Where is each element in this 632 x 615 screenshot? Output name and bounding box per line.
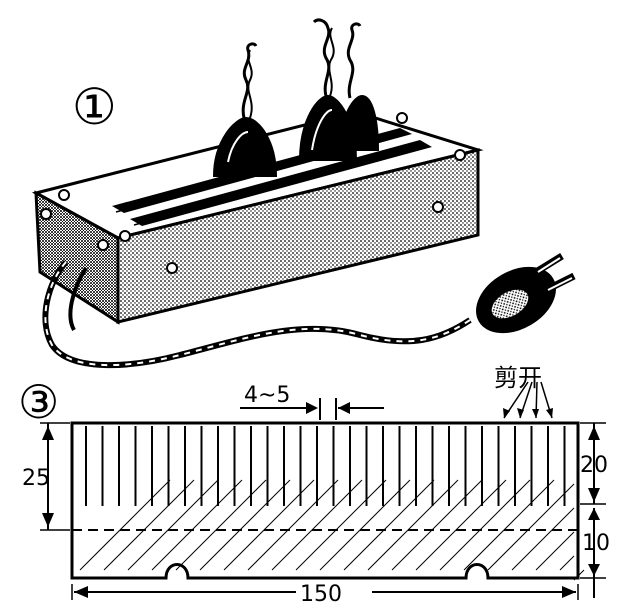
- hatch-line: [271, 479, 363, 571]
- clip-icon: [212, 42, 278, 177]
- hatch-line: [559, 555, 575, 571]
- box-left-face: [34, 190, 120, 325]
- box-top-slot: [130, 140, 432, 226]
- comb-plate: [70, 421, 580, 580]
- width-dimension: [71, 584, 579, 600]
- hatch-line: [103, 479, 195, 571]
- screw-icon: [40, 112, 466, 274]
- panel-1-marker: ①: [72, 78, 117, 136]
- clip-icon: [298, 18, 380, 161]
- hatch-line: [415, 479, 507, 571]
- hatch-line: [511, 507, 575, 571]
- slot-depth-label: 20: [580, 453, 608, 478]
- hatch-line: [151, 479, 243, 571]
- width-dimension-label: 150: [300, 582, 342, 607]
- cut-note: 剪开: [494, 364, 542, 392]
- gap-dimension-label: 4~5: [244, 383, 290, 408]
- slot-depth-dimension: [580, 422, 606, 505]
- hatch-line: [127, 479, 219, 571]
- hatch-line: [175, 479, 267, 571]
- hatch-line: [319, 479, 411, 571]
- plate-hatching: [79, 479, 585, 581]
- hatch-line: [247, 479, 339, 571]
- height-dimension-label: 25: [22, 466, 50, 491]
- hatch-line: [199, 479, 291, 571]
- base-dimension: [580, 508, 606, 598]
- panel-3-marker: ③: [18, 375, 59, 429]
- hatch-line: [487, 483, 575, 571]
- hatch-line: [295, 479, 387, 571]
- base-dimension-label: 10: [582, 531, 610, 556]
- hatch-line: [343, 479, 435, 571]
- height-dimension: [40, 422, 70, 531]
- hatch-line: [535, 531, 575, 571]
- gap-dimension: [240, 398, 384, 420]
- hatch-line: [391, 479, 483, 571]
- plug-icon: [476, 253, 576, 334]
- hatch-line: [573, 569, 585, 581]
- panel-3-drawing: ③ 剪开 4~5: [18, 364, 610, 607]
- hatch-line: [367, 479, 459, 571]
- cut-arrows: [503, 381, 553, 419]
- hatch-line: [439, 479, 531, 571]
- hatch-line: [223, 479, 315, 571]
- hatch-line: [79, 479, 171, 571]
- panel-1-drawing: ①: [31, 18, 576, 369]
- hatch-line: [463, 479, 555, 571]
